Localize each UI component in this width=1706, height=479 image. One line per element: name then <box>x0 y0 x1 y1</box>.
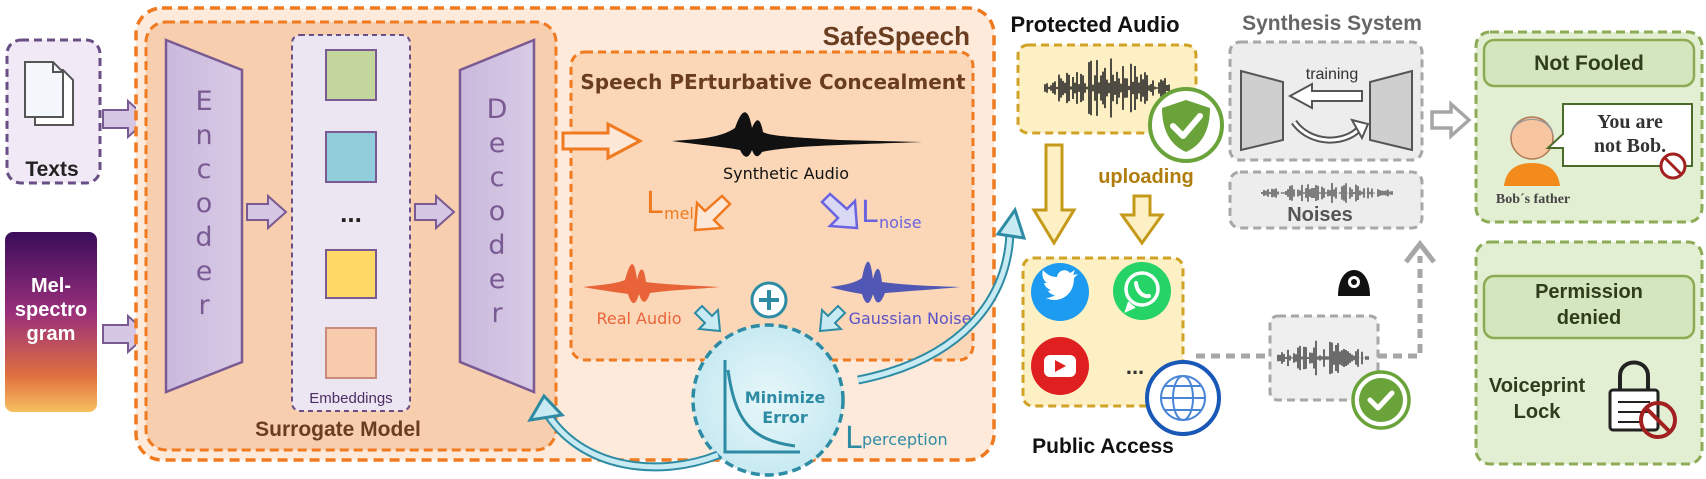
padlock-icon <box>1608 360 1660 432</box>
twitter-icon <box>1031 263 1089 321</box>
attacker-audio-waveform <box>1277 340 1369 376</box>
arrow-embeddings-to-decoder <box>414 193 456 231</box>
embedding-yellow <box>325 249 377 299</box>
arrow-l-noise <box>820 192 859 230</box>
svg-text:mel: mel <box>664 204 694 223</box>
embeddings-ellipsis: ... <box>340 198 362 228</box>
arrow-l-mel <box>693 194 732 232</box>
bobs-father-label: Bob´s father <box>1496 192 1570 207</box>
embeddings-block: ... Embeddings <box>291 34 411 412</box>
training-label: training <box>1306 66 1358 83</box>
arrow-training-left <box>1287 82 1363 110</box>
texts-input: Texts <box>5 38 102 185</box>
arrow-real-to-error <box>693 304 722 333</box>
svg-text:noise: noise <box>879 213 922 232</box>
embeddings-label: Embeddings <box>309 390 392 407</box>
permission-denied-header <box>1482 274 1696 340</box>
connector-attacker-to-synthesis <box>1378 256 1423 359</box>
arrow-uploading-down <box>1119 194 1165 246</box>
shield-check-icon <box>1148 87 1224 163</box>
globe-icon <box>1145 360 1221 436</box>
person-icon <box>1504 116 1560 186</box>
document-icon <box>24 61 74 126</box>
embedding-green <box>325 49 377 101</box>
arrow-protected-down <box>1031 143 1077 246</box>
public-access-ellipsis: ... <box>1126 354 1144 379</box>
protected-audio-title: Protected Audio <box>1010 12 1179 37</box>
hacker-icon <box>1338 270 1370 296</box>
prohibited-icon <box>1659 152 1687 180</box>
plus-icon <box>750 281 788 319</box>
svg-text:L: L <box>845 421 862 456</box>
noises-label: Noises <box>1287 204 1353 226</box>
svg-text:perception: perception <box>862 430 948 449</box>
prohibited-icon <box>1639 401 1677 439</box>
arrow-encoder-to-embeddings <box>246 193 288 231</box>
synthetic-audio-waveform <box>672 112 922 157</box>
synthetic-audio-label: Synthetic Audio <box>723 164 849 183</box>
public-access-label: Public Access <box>1032 435 1174 458</box>
svg-text:L: L <box>861 195 878 230</box>
surrogate-model-label: Surrogate Model <box>255 418 421 441</box>
l-mel-label: L mel <box>646 186 694 223</box>
not-fooled-header <box>1482 38 1696 88</box>
real-audio-label: Real Audio <box>596 309 681 328</box>
l-perception-label: L perception <box>845 421 948 456</box>
embedding-peach <box>325 327 377 379</box>
texts-label: Texts <box>25 158 78 181</box>
safespeech-title: SafeSpeech <box>823 21 970 51</box>
synthesis-system-title: Synthesis System <box>1242 12 1422 35</box>
arrow-synthesis-to-outcome <box>1430 100 1472 140</box>
decay-curve-icon <box>723 360 800 454</box>
embedding-blue <box>325 131 377 183</box>
whatsapp-icon <box>1113 262 1171 320</box>
arrow-noise-to-error <box>818 304 847 333</box>
gaussian-noise-waveform <box>830 261 960 304</box>
shield-check-icon <box>1351 370 1411 430</box>
l-noise-label: L noise <box>861 195 922 232</box>
noises-waveform <box>1261 183 1393 203</box>
uploading-label: uploading <box>1098 166 1194 188</box>
spec-title: Speech PErturbative Concealment <box>580 70 966 94</box>
synthesis-encoder-shape <box>1240 69 1284 152</box>
youtube-icon <box>1031 337 1089 395</box>
not-fooled-label: Not Fooled <box>1534 52 1644 75</box>
noises-box <box>1228 170 1424 230</box>
gaussian-noise-label: Gaussian Noise <box>849 309 972 328</box>
svg-text:L: L <box>646 186 663 221</box>
protected-audio-waveform <box>1044 58 1170 118</box>
real-audio-waveform <box>583 264 720 304</box>
synthesis-decoder-shape <box>1369 69 1413 152</box>
arrow-decoder-to-synthetic <box>561 121 644 161</box>
